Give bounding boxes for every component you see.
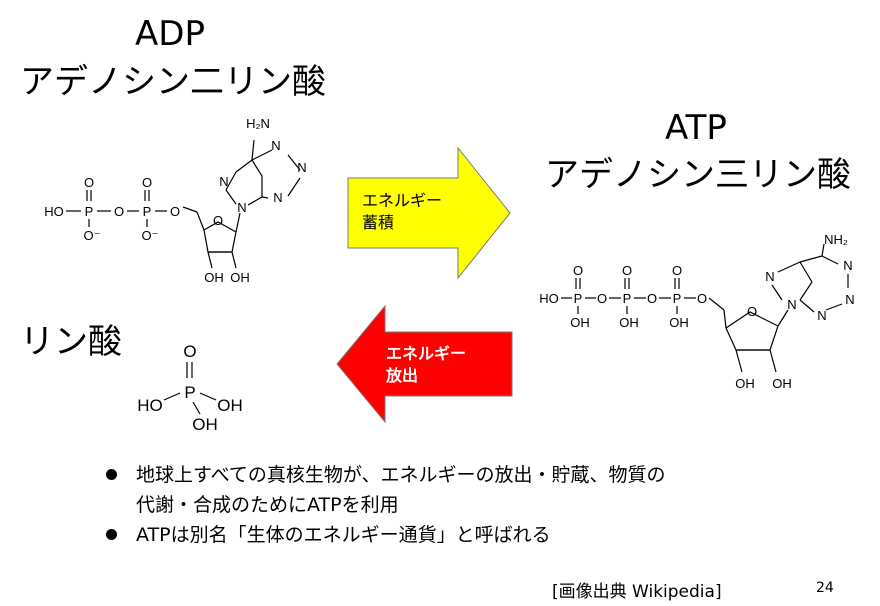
atp-oh1-label: OH xyxy=(570,315,590,330)
adp-o5-label: O xyxy=(142,175,152,190)
adp-ho-label: HO xyxy=(44,204,64,219)
atp-n1-label: N xyxy=(843,258,852,273)
energy-release-line2: 放出 xyxy=(386,366,419,385)
atp-oh3-label: OH xyxy=(669,315,689,330)
adp-n3-label: N xyxy=(297,160,306,175)
atp-o3-label: O xyxy=(697,291,707,306)
energy-release-label: エネルギー 放出 xyxy=(386,343,466,387)
atp-n3-label: N xyxy=(845,292,854,307)
bullet-2-line1: ATPは別名「生体のエネルギー通貨」と呼ばれる xyxy=(136,524,551,546)
atp-abbr-title: ATP xyxy=(665,108,727,148)
adp-abbr-title: ADP xyxy=(135,14,205,54)
atp-n-label: N xyxy=(817,308,826,323)
pi-oh2-label: OH xyxy=(192,415,218,434)
adp-n9-label: N xyxy=(237,200,246,215)
adp-n7-label: N xyxy=(219,174,228,189)
atp-ho-label: HO xyxy=(539,291,559,306)
energy-store-line2: 蓄積 xyxy=(362,213,395,232)
energy-release-arrow xyxy=(336,304,513,424)
phosphate-title: リン酸 xyxy=(20,322,122,362)
phosphate-structure: O P HO OH OH xyxy=(137,342,243,434)
bullet-dot-icon xyxy=(106,469,117,480)
bullet-item: ATPは別名「生体のエネルギー通貨」と呼ばれる xyxy=(104,520,666,550)
adp-oh2-label: OH xyxy=(230,270,250,285)
adp-o3-label: O xyxy=(84,175,94,190)
adp-o2-label: O xyxy=(170,204,180,219)
atp-o6-label: O xyxy=(672,263,682,278)
adp-o1-label: O xyxy=(114,204,124,219)
atp-oh5-label: OH xyxy=(772,376,792,391)
adp-n1-label: N xyxy=(271,138,280,153)
atp-nh2-label: NH₂ xyxy=(824,232,848,247)
bullet-item: 地球上すべての真核生物が、エネルギーの放出・貯蔵、物質の 代謝・合成のためにAT… xyxy=(104,460,666,520)
atp-n7-label: N xyxy=(765,269,774,284)
image-source-note: [画像出典 Wikipedia] xyxy=(552,582,722,602)
energy-store-arrow xyxy=(347,146,511,280)
adp-o4-label: O⁻ xyxy=(84,228,101,243)
atp-oh2-label: OH xyxy=(619,315,639,330)
adp-name-title: アデノシン二リン酸 xyxy=(20,62,326,102)
bullet-1-line2: 代謝・合成のためにATPを利用 xyxy=(136,494,399,516)
atp-ring-o-label: O xyxy=(747,304,757,319)
adp-p2-label: P xyxy=(143,204,152,219)
atp-name-title: アデノシン三リン酸 xyxy=(545,155,851,195)
adp-structure: HO P O P O O O⁻ O O⁻ O OH OH N N xyxy=(44,116,306,285)
adp-h2n-label: H₂N xyxy=(246,116,270,131)
atp-oh4-label: OH xyxy=(735,376,755,391)
atp-structure: HO P O P O P O O O O OH OH OH O OH xyxy=(539,232,854,391)
bullet-list: 地球上すべての真核生物が、エネルギーの放出・貯蔵、物質の 代謝・合成のためにAT… xyxy=(104,460,666,550)
energy-store-line1: エネルギー xyxy=(362,191,443,210)
atp-n9-label: N xyxy=(787,297,796,312)
atp-p2-label: P xyxy=(623,291,632,306)
energy-store-label: エネルギー 蓄積 xyxy=(362,190,442,234)
pi-o-label: O xyxy=(183,342,196,361)
atp-o5-label: O xyxy=(622,263,632,278)
pi-oh1-label: OH xyxy=(217,396,243,415)
adp-oh1-label: OH xyxy=(204,270,224,285)
adp-ring-o-label: O xyxy=(213,213,223,228)
pi-p-label: P xyxy=(184,383,195,402)
adp-o6-label: O⁻ xyxy=(142,228,159,243)
bullet-dot-icon xyxy=(106,529,117,540)
atp-o4-label: O xyxy=(573,263,583,278)
adp-p1-label: P xyxy=(85,204,94,219)
atp-p3-label: P xyxy=(673,291,682,306)
energy-release-line1: エネルギー xyxy=(386,344,467,363)
pi-ho-label: HO xyxy=(137,396,163,415)
adp-n-label: N xyxy=(273,190,282,205)
atp-o1-label: O xyxy=(597,291,607,306)
atp-o2-label: O xyxy=(647,291,657,306)
page-number: 24 xyxy=(816,580,834,596)
atp-p1-label: P xyxy=(574,291,583,306)
bullet-1-line1: 地球上すべての真核生物が、エネルギーの放出・貯蔵、物質の xyxy=(136,464,666,486)
